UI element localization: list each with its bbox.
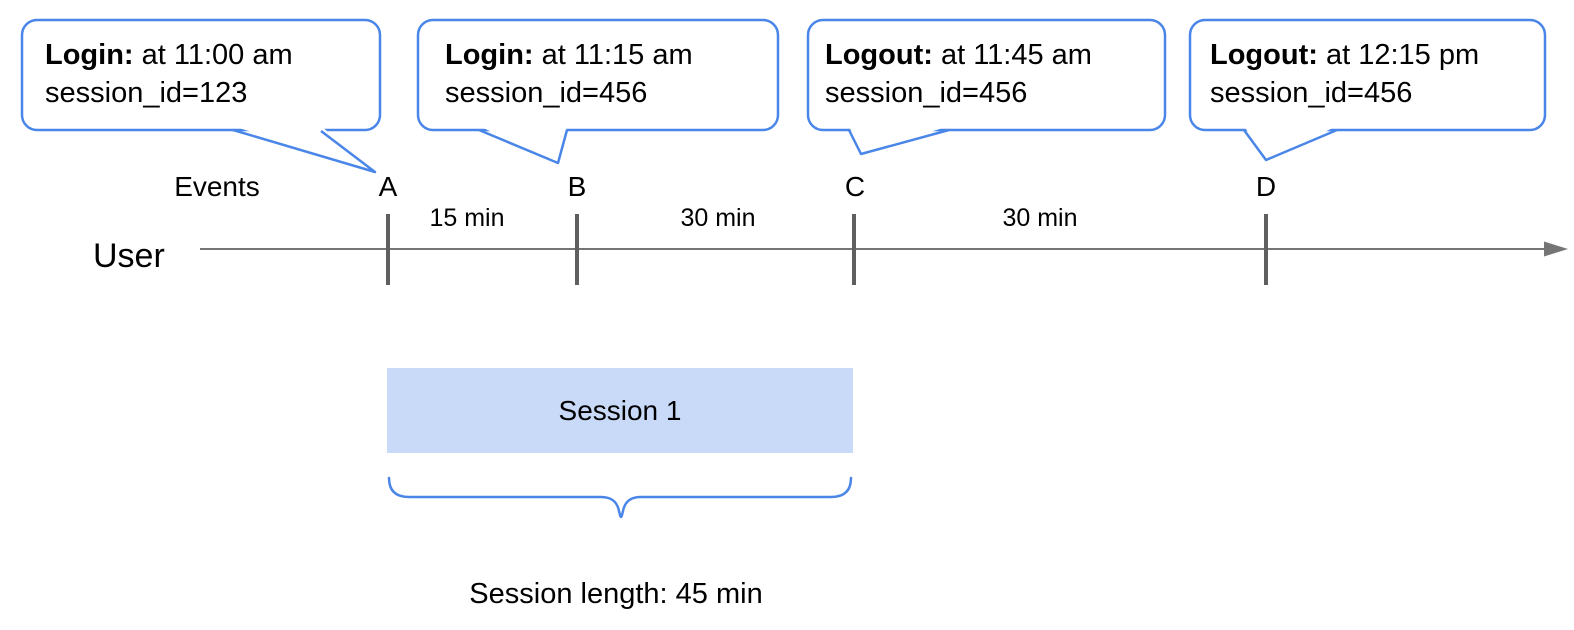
callout-event-type: Login:: [445, 39, 534, 71]
callout-logout-c: Logout: at 11:45 am session_id=456: [806, 18, 1167, 156]
timeline-axis: [200, 214, 1568, 285]
callout-event-time: at 11:15 am: [534, 39, 693, 71]
session-box-label: Session 1: [559, 395, 682, 426]
session-box: Session 1: [387, 368, 853, 453]
event-marker-a: A: [379, 171, 398, 202]
callout-bubble: [20, 18, 382, 132]
callout-tail-mask: [1244, 126, 1337, 160]
callout-bubble: [416, 18, 780, 132]
callout-logout-d: Logout: at 12:15 pm session_id=456: [1188, 18, 1547, 162]
callout-tail-mask: [479, 126, 567, 163]
callout-event-time: at 12:15 pm: [1318, 39, 1479, 71]
event-marker-c: C: [845, 171, 865, 202]
callout-line1: Logout: at 12:15 pm: [1210, 39, 1479, 71]
callout-line1: Login: at 11:15 am: [445, 39, 693, 71]
callout-tail: [1242, 128, 1338, 162]
session-rect: [387, 368, 853, 453]
callout-line2: session_id=456: [1210, 77, 1412, 109]
callout-event-type: Login:: [45, 39, 134, 71]
callout-bubble: [1188, 18, 1547, 132]
callout-tail: [847, 128, 950, 156]
timeline-arrowhead-icon: [1544, 241, 1568, 257]
session-length-label: Session length: 45 min: [469, 578, 762, 610]
callout-line2: session_id=456: [825, 77, 1027, 109]
event-marker-b: B: [568, 171, 587, 202]
callout-tail: [478, 128, 569, 165]
callout-event-time: at 11:45 am: [933, 39, 1092, 71]
callout-line2: session_id=456: [445, 77, 647, 109]
callout-event-type: Logout:: [1210, 39, 1318, 71]
callout-login-b: Login: at 11:15 am session_id=456: [416, 18, 780, 165]
interval-label-b-c: 30 min: [680, 204, 755, 232]
interval-label-c-d: 30 min: [1002, 204, 1077, 232]
callout-line1: Logout: at 11:45 am: [825, 39, 1092, 71]
events-label: Events: [174, 171, 260, 202]
callout-bubble: [806, 18, 1167, 132]
callout-event-type: Logout:: [825, 39, 933, 71]
user-label: User: [93, 237, 165, 275]
callout-login-a: Login: at 11:00 am session_id=123: [20, 18, 382, 174]
callout-event-time: at 11:00 am: [134, 39, 293, 71]
callout-line1: Login: at 11:00 am: [45, 39, 293, 71]
interval-label-a-b: 15 min: [429, 204, 504, 232]
callout-tail-mask: [849, 126, 949, 154]
event-marker-d: D: [1256, 171, 1276, 202]
callout-tail: [232, 128, 377, 174]
session-brace: [387, 476, 853, 519]
callout-line2: session_id=123: [45, 77, 247, 109]
